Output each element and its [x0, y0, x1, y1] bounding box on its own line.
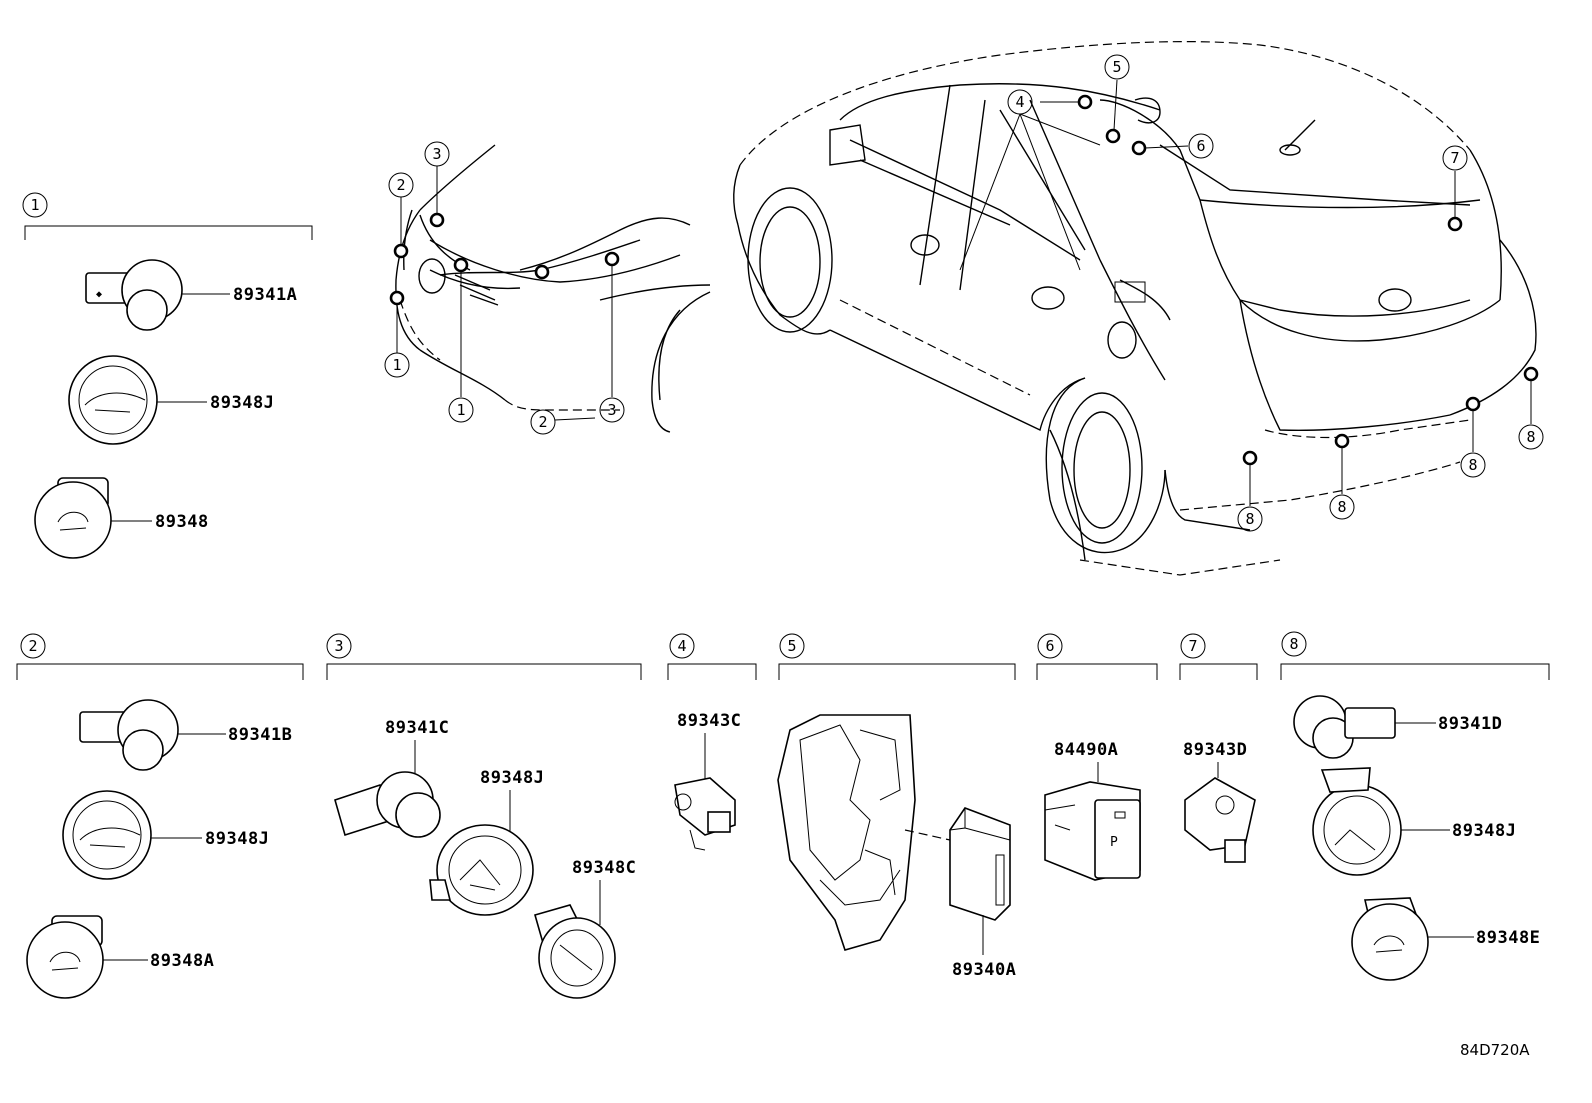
callout-2-front-lower: 2 [530, 409, 556, 435]
sensor-89343C [674, 777, 736, 851]
part-number-89348[interactable]: 89348 [155, 512, 209, 532]
svg-text:2: 2 [28, 637, 37, 655]
part-number-89348J-g3[interactable]: 89348J [480, 768, 544, 788]
bezel-89348 [34, 477, 152, 559]
svg-text:8: 8 [1526, 428, 1535, 446]
callout-7-car: 7 [1442, 145, 1468, 171]
callout-8-car-c: 8 [1460, 452, 1486, 478]
svg-text:4: 4 [677, 637, 686, 655]
callout-8-car-a: 8 [1237, 506, 1263, 532]
group-7: 7 89343D [1179, 633, 1258, 863]
callout-4-car: 4 [1007, 89, 1033, 115]
callout-numbers: 3 2 1 1 2 3 4 5 6 7 8 8 8 8 [384, 54, 1544, 532]
svg-text:5: 5 [1112, 58, 1121, 76]
svg-text:8: 8 [1337, 498, 1346, 516]
callout-leaders [396, 79, 1532, 506]
part-number-89341B[interactable]: 89341B [228, 725, 292, 745]
part-number-89340A[interactable]: 89340A [952, 960, 1016, 980]
svg-text:2: 2 [396, 176, 405, 194]
part-number-89341D[interactable]: 89341D [1438, 714, 1502, 734]
group-2: 2 89341B 89348J 89348A [16, 633, 304, 999]
svg-text:◆: ◆ [96, 289, 102, 300]
part-number-89341A[interactable]: 89341A [233, 285, 297, 305]
group-8: 8 89341D 89348J 89348E [1280, 631, 1550, 981]
svg-text:8: 8 [1245, 510, 1254, 528]
switch-p-label: P [1110, 835, 1118, 850]
svg-text:8: 8 [1468, 456, 1477, 474]
svg-text:3: 3 [432, 145, 441, 163]
svg-text:6: 6 [1045, 637, 1054, 655]
sensor-89341D [1293, 695, 1436, 759]
svg-text:1: 1 [456, 401, 465, 419]
location-markers [389, 94, 1539, 466]
svg-text:4: 4 [1015, 93, 1024, 111]
part-number-89341C[interactable]: 89341C [385, 718, 449, 738]
retainer-89348J-g8 [1312, 767, 1450, 876]
bezel-89348A [26, 915, 148, 999]
callout-5-car: 5 [1104, 54, 1130, 80]
group-5: 5 89340A [777, 633, 1016, 980]
part-number-89348A[interactable]: 89348A [150, 951, 214, 971]
drawing-code: 84D720A [1460, 1041, 1530, 1059]
svg-text:8: 8 [1289, 635, 1298, 653]
front-bumper-illustration [395, 144, 711, 433]
callout-1-front-lower: 1 [448, 397, 474, 423]
part-number-89348E[interactable]: 89348E [1476, 928, 1540, 948]
callout-3-front-lower: 3 [599, 397, 625, 423]
callout-8-car-d: 8 [1518, 424, 1544, 450]
sensor-89343D [1184, 777, 1256, 863]
callout-8-car-b: 8 [1329, 494, 1355, 520]
callout-2-front: 2 [388, 172, 414, 198]
sensor-89341C [334, 771, 441, 838]
svg-text:1: 1 [30, 196, 39, 214]
parking-switch-84490A: P [1044, 781, 1141, 881]
group-3: 3 89341C 89348J 89348C [326, 633, 642, 999]
sensor-89341B [79, 699, 226, 771]
part-number-89348J-g8[interactable]: 89348J [1452, 821, 1516, 841]
callout-3-front: 3 [424, 141, 450, 167]
group-6: 6 84490A P [1036, 633, 1158, 881]
svg-text:1: 1 [392, 356, 401, 374]
sensor-89341A: ◆ [85, 259, 230, 331]
retainer-89348J [68, 355, 207, 445]
svg-text:2: 2 [538, 413, 547, 431]
group-1: 1 ◆ 89341A 89348J 89348 [22, 192, 313, 559]
ecu-89340A [904, 807, 1011, 921]
part-number-89348J-g2[interactable]: 89348J [205, 829, 269, 849]
vehicle-illustration [733, 41, 1537, 576]
callout-1-front: 1 [384, 352, 410, 378]
svg-text:3: 3 [607, 401, 616, 419]
retainer-89348J-g3 [429, 824, 534, 916]
svg-text:6: 6 [1196, 137, 1205, 155]
svg-text:7: 7 [1450, 149, 1459, 167]
bezel-89348E [1351, 897, 1474, 981]
part-number-89348C[interactable]: 89348C [572, 858, 636, 878]
part-number-84490A[interactable]: 84490A [1054, 740, 1118, 760]
svg-text:5: 5 [787, 637, 796, 655]
retainer-89348J-g2 [62, 790, 202, 880]
part-number-89343C[interactable]: 89343C [677, 711, 741, 731]
callout-6-car: 6 [1188, 133, 1214, 159]
svg-text:3: 3 [334, 637, 343, 655]
bracket [777, 714, 916, 951]
svg-text:7: 7 [1188, 637, 1197, 655]
part-number-89348J-g1[interactable]: 89348J [210, 393, 274, 413]
bezel-89348C [534, 904, 616, 999]
part-number-89343D[interactable]: 89343D [1183, 740, 1247, 760]
group-4: 4 89343C [667, 633, 757, 851]
